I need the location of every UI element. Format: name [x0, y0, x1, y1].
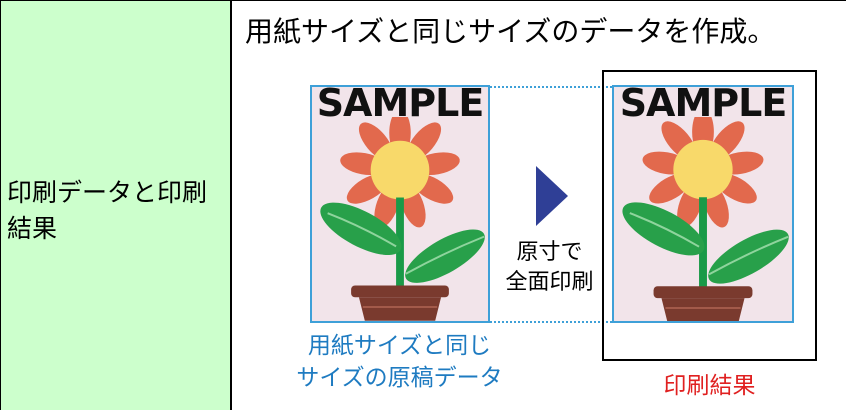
original-data-caption: 用紙サイズと同じ サイズの原稿データ: [262, 330, 537, 394]
flower-icon: [622, 117, 789, 321]
caption-line: 全面印刷: [505, 270, 594, 295]
caption-line: サイズの原稿データ: [296, 365, 503, 391]
dotted-guide-bottom: [490, 321, 612, 323]
dotted-guide-top: [490, 86, 612, 88]
caption-line: 原寸で: [516, 240, 583, 265]
full-size-print-caption: 原寸で 全面印刷: [492, 238, 607, 298]
arrow-right-icon: [536, 166, 568, 226]
row-label-cell: 印刷データと印刷結果: [0, 0, 232, 410]
print-result-caption: 印刷結果: [663, 373, 756, 399]
original-data-illustration: SAMPLE: [310, 85, 490, 323]
flower-icon: [320, 117, 485, 321]
table-top-border: [232, 0, 846, 1]
print-result-illustration: SAMPLE: [612, 85, 794, 323]
paper-frame: [602, 70, 817, 361]
caption-line: 用紙サイズと同じ: [307, 333, 492, 359]
heading: 用紙サイズと同じサイズのデータを作成。: [245, 15, 776, 48]
row-label: 印刷データと印刷結果: [7, 178, 208, 243]
